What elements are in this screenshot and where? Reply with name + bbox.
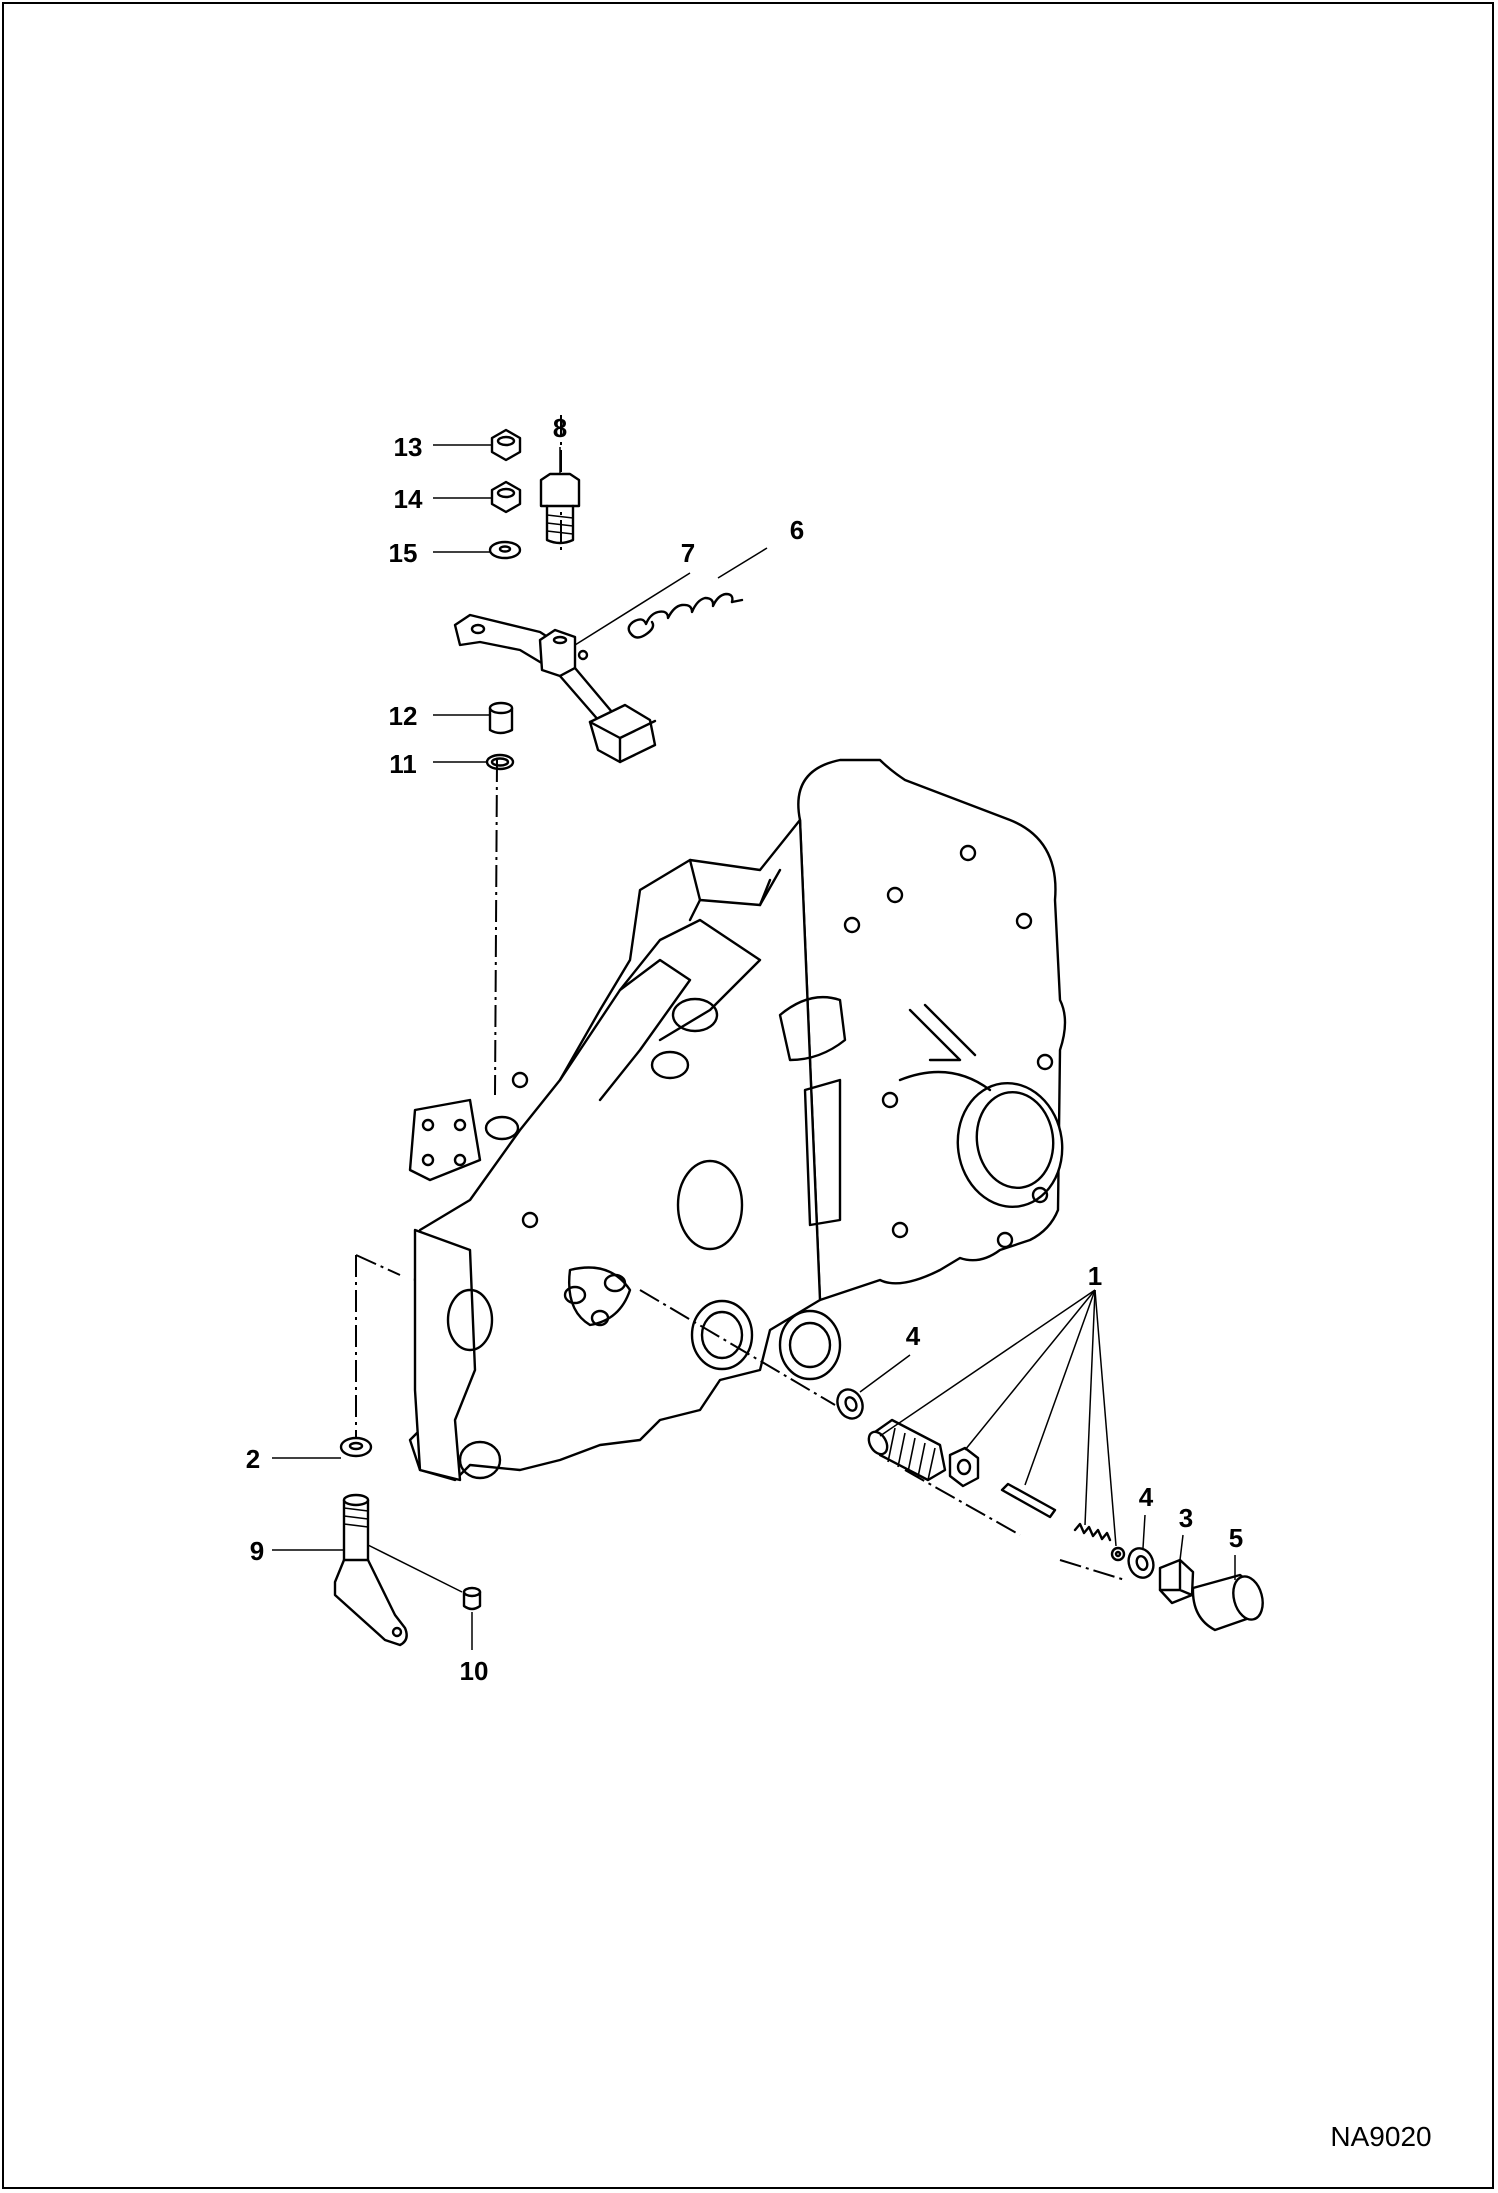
callout-4-left: 4: [906, 1321, 921, 1351]
callout-13: 13: [394, 432, 423, 462]
callout-8: 8: [553, 413, 567, 443]
callout-2: 2: [246, 1444, 260, 1474]
callout-1: 1: [1088, 1261, 1102, 1291]
callout-4-right: 4: [1139, 1482, 1154, 1512]
nut-14: [490, 480, 522, 514]
washer-15: [488, 540, 522, 560]
bushing-12: [488, 701, 514, 735]
callout-12: 12: [389, 701, 418, 731]
callout-10: 10: [460, 1656, 489, 1686]
callout-15: 15: [389, 538, 418, 568]
seal-4-left: [836, 1388, 864, 1420]
nut-13: [490, 428, 522, 462]
callout-6: 6: [790, 515, 804, 545]
leader-lines: [272, 444, 1236, 1650]
drawing-id: NA9020: [1330, 2121, 1431, 2152]
o-ring-11: [485, 753, 515, 771]
cap-5: [1191, 1573, 1264, 1632]
washer-2: [339, 1436, 373, 1458]
relief-valve-assembly-1: [867, 1418, 1126, 1562]
transmission-housing: [408, 758, 1067, 1482]
callout-5: 5: [1229, 1523, 1243, 1553]
shaft-9: [333, 1493, 408, 1647]
bolt-8: [539, 472, 581, 545]
lever-arm-7: [453, 613, 657, 764]
callout-9: 9: [250, 1536, 264, 1566]
seal-4-right: [1127, 1547, 1155, 1579]
plug-3: [1158, 1558, 1195, 1605]
pin-10: [462, 1586, 482, 1611]
callout-labels: 1 2 3 4 4 5 6 7 8 9 10 11 12 13 14 15: [246, 413, 1243, 1686]
callout-11: 11: [389, 749, 417, 779]
callout-14: 14: [394, 484, 423, 514]
spring-6: [627, 592, 744, 639]
callout-3: 3: [1179, 1503, 1193, 1533]
callout-7: 7: [681, 538, 695, 568]
